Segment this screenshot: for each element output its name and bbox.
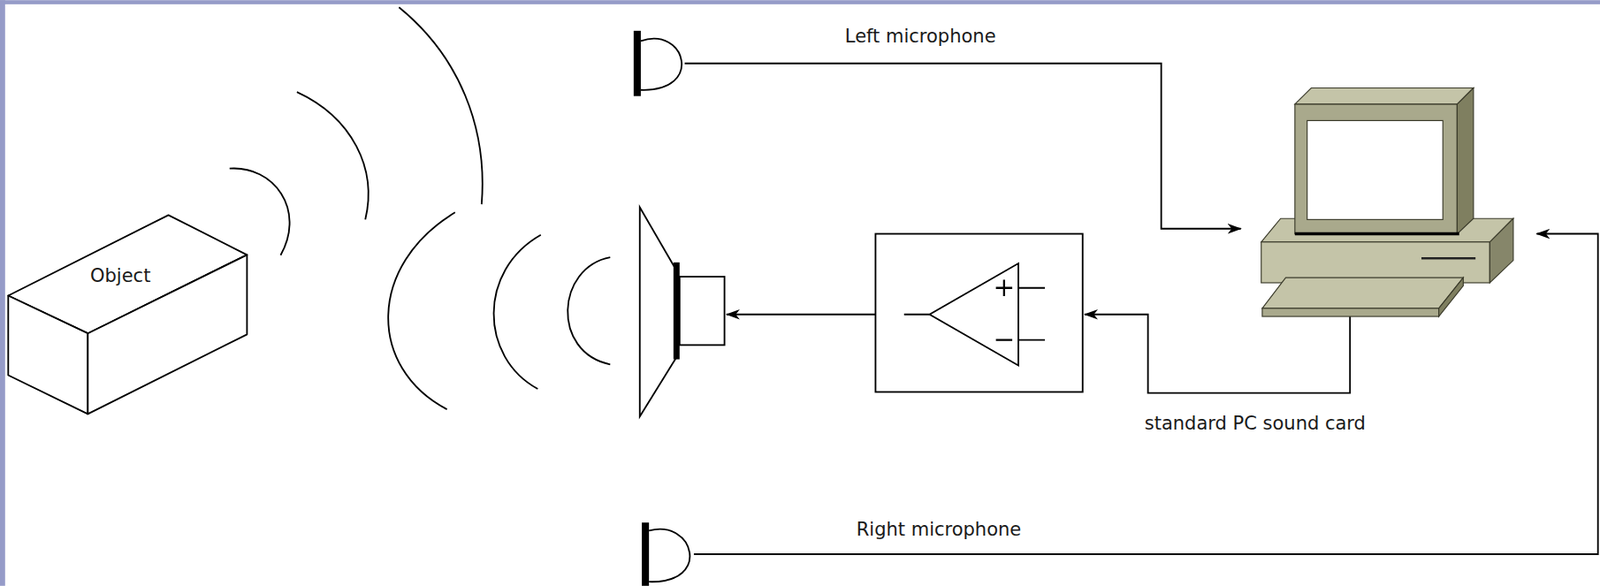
box-label: Object [90,265,151,288]
wire-soundcard-out [1084,314,1350,394]
box-outline [6,213,250,417]
speaker-bar [673,262,680,360]
signal-label: Right microphone [856,519,1022,542]
wire-left-mic [685,63,1242,229]
computer-icon [1261,87,1514,317]
left-microphone [640,38,682,91]
sound-wave [398,7,482,205]
sound-wave [297,91,369,220]
frame-top [0,0,1600,5]
sound-wave [494,235,541,389]
frame-left [0,0,6,586]
right-microphone [648,529,690,583]
sound-wave [388,212,456,410]
amplifier-box [875,234,1082,393]
box-face [7,296,88,415]
speaker-magnet [679,276,725,345]
opamp-signs [996,279,1013,340]
object-box: Object [6,213,250,417]
opamp-pins [904,288,1045,341]
wire-right-mic [693,234,1599,555]
sound-wave [229,167,290,255]
right-mic-bar [641,522,649,586]
left-mic-bar [633,30,641,97]
signal-label: Left microphone [845,25,997,48]
signal-label: standard PC sound card [1144,413,1366,436]
box-face [87,255,247,415]
sound-wave [567,257,610,365]
speaker-cone [640,207,678,418]
opamp-symbol [929,263,1019,366]
wire-to-speaker [726,313,877,316]
